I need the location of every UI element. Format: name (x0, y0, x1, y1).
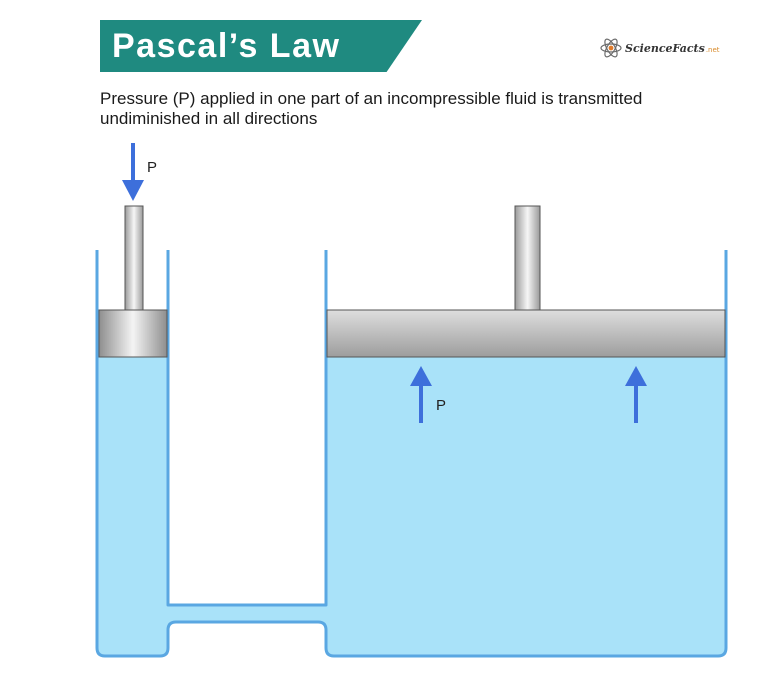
applied-pressure-arrow (122, 143, 144, 201)
container-outline (95, 250, 728, 658)
transmitted-pressure-arrow-right (625, 366, 647, 423)
brand-logo: ScienceFacts .net (600, 37, 720, 59)
brand-tld: .net (705, 46, 720, 54)
container-inner-wall (166, 250, 328, 607)
description-text: Pressure (P) applied in one part of an i… (100, 89, 643, 128)
fluid (97, 357, 726, 656)
small-piston (98, 309, 168, 358)
title-banner: Pascal’s Law (100, 20, 422, 72)
large-piston-rod (514, 205, 541, 311)
transmitted-pressure-arrow-left (410, 366, 432, 423)
small-piston-rod (124, 205, 144, 311)
atom-icon (600, 38, 622, 58)
page-title: Pascal’s Law (112, 27, 341, 65)
applied-pressure-label: P (147, 159, 157, 176)
brand-name: ScienceFacts (625, 41, 705, 55)
large-piston (326, 309, 726, 358)
transmitted-pressure-label: P (436, 397, 446, 414)
